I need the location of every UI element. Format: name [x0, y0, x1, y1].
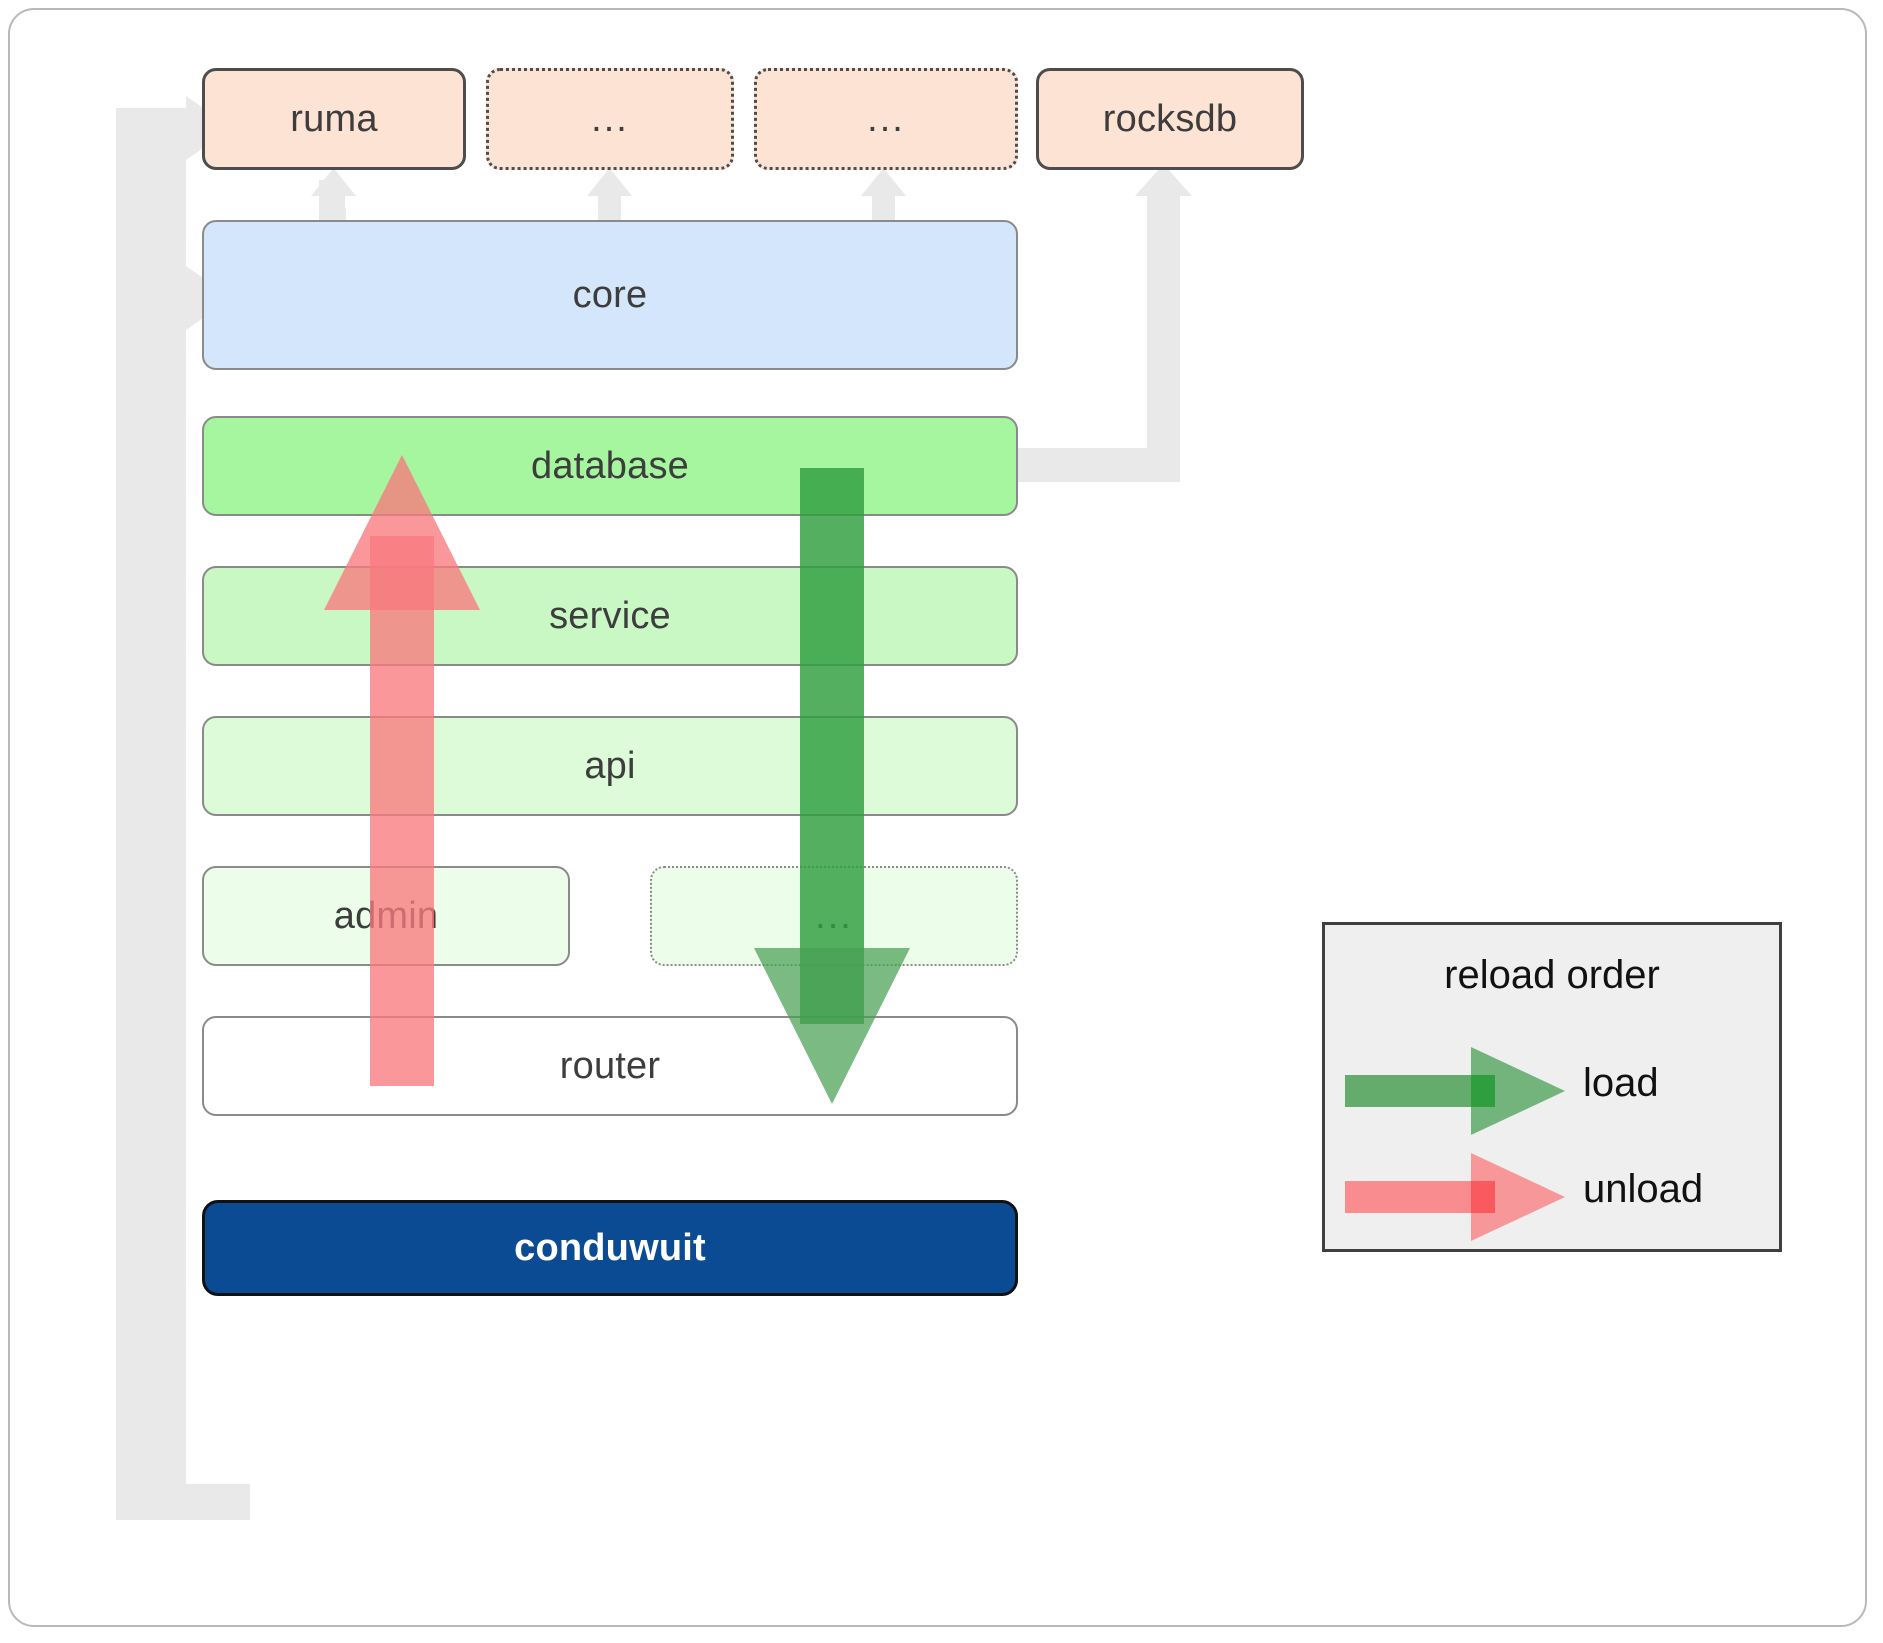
- legend-row-load: load: [1325, 1047, 1779, 1137]
- layer-label: api: [584, 744, 636, 787]
- layer-label: core: [572, 273, 648, 316]
- layer-label: database: [531, 444, 689, 487]
- legend-row-unload: unload: [1325, 1153, 1779, 1243]
- layer-node-admin[interactable]: admin: [202, 866, 570, 966]
- legend-title: reload order: [1444, 953, 1660, 997]
- layer-node-database[interactable]: database: [202, 416, 1018, 516]
- layer-label: service: [549, 594, 671, 637]
- unload-arrow-icon: [1345, 1153, 1565, 1241]
- layer-node-service[interactable]: service: [202, 566, 1018, 666]
- layer-node-router[interactable]: router: [202, 1016, 1018, 1116]
- legend-label-unload: unload: [1583, 1167, 1704, 1211]
- legend-panel: reload order load unload: [1322, 922, 1782, 1252]
- load-arrow-icon: [1345, 1047, 1565, 1135]
- dependency-label: ...: [867, 97, 905, 140]
- root-label: conduwuit: [514, 1226, 706, 1269]
- layer-label: ...: [815, 894, 853, 937]
- dependency-node-ellipsis-2[interactable]: ...: [754, 68, 1018, 170]
- dependency-label: ...: [591, 97, 629, 140]
- layer-label: admin: [333, 894, 439, 937]
- legend-label-load: load: [1583, 1061, 1659, 1105]
- dependency-node-rocksdb[interactable]: rocksdb: [1036, 68, 1304, 170]
- layer-node-api[interactable]: api: [202, 716, 1018, 816]
- dependency-node-ellipsis-1[interactable]: ...: [486, 68, 734, 170]
- layer-node-ellipsis[interactable]: ...: [650, 866, 1018, 966]
- root-node-conduwuit[interactable]: conduwuit: [202, 1200, 1018, 1296]
- layer-node-core[interactable]: core: [202, 220, 1018, 370]
- dependency-label: rocksdb: [1102, 97, 1238, 140]
- dependency-node-ruma[interactable]: ruma: [202, 68, 466, 170]
- dependency-label: ruma: [290, 97, 378, 140]
- layer-label: router: [559, 1044, 661, 1087]
